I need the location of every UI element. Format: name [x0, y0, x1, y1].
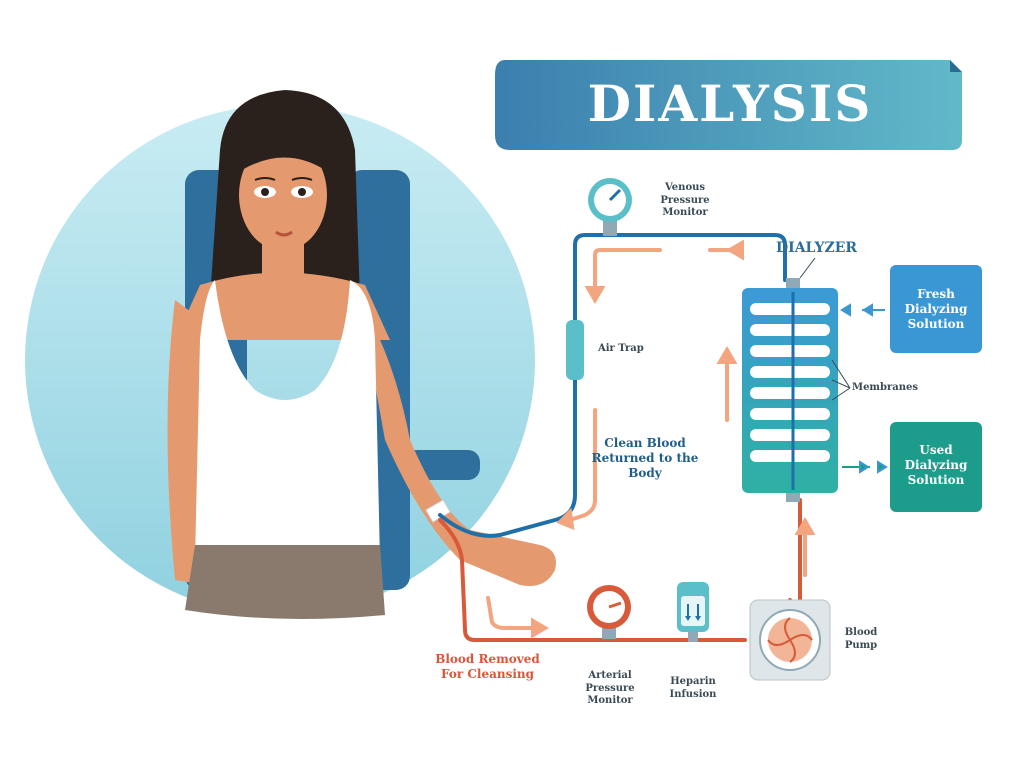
venous-pressure-monitor-label: Venous Pressure Monitor — [660, 182, 710, 218]
dialyzer — [742, 278, 838, 502]
page-title: DIALYSIS — [587, 73, 873, 133]
blood-removed-line — [438, 518, 747, 642]
heparin-infusion — [677, 582, 709, 642]
blood-pump-label: Blood Pump — [844, 627, 878, 651]
membranes-pointer — [831, 359, 851, 401]
used-dialyzing-solution-label: Used Dialyzing Solution — [904, 443, 968, 487]
membranes — [750, 303, 830, 462]
left-eye — [261, 188, 269, 196]
membranes-label: Membranes — [852, 382, 919, 393]
dialyzer-pointer — [799, 257, 816, 279]
dialyzer-label: DIALYZER — [776, 240, 858, 256]
heparin-infusion-label: Heparin Infusion — [669, 676, 717, 700]
solution-flow-arrows — [840, 303, 888, 474]
patient-illustration — [25, 90, 556, 619]
air-trap — [566, 320, 584, 380]
face — [239, 139, 327, 251]
flow-arrows — [486, 239, 816, 639]
air-trap-label: Air Trap — [598, 343, 644, 354]
blood-pump — [749, 599, 831, 681]
blood-removed-label: Blood Removed For Cleansing — [435, 652, 540, 681]
fresh-dialyzing-solution-label: Fresh Dialyzing Solution — [904, 287, 968, 331]
title-banner — [495, 60, 962, 150]
arterial-pressure-monitor — [587, 585, 631, 639]
tank-top — [195, 280, 380, 560]
pants — [185, 545, 385, 619]
mouth — [275, 230, 293, 237]
used-solution-box — [890, 422, 982, 512]
right-eye — [298, 188, 306, 196]
venous-pressure-monitor — [588, 178, 632, 236]
clean-blood-returned-label: Clean Blood Returned to the Body — [591, 436, 699, 480]
shoulders — [175, 272, 390, 340]
hair-fringe — [240, 135, 328, 170]
fresh-solution-box — [890, 265, 982, 353]
arterial-pressure-monitor-label: Arterial Pressure Monitor — [585, 670, 635, 706]
